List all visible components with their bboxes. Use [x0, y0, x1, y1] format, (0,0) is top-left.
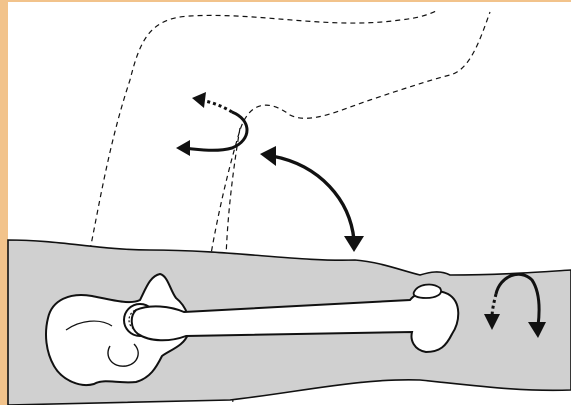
flexion-arrow-head-bottom: [344, 236, 364, 252]
upper-rotation-arrow-head-2: [192, 92, 206, 108]
top-border-strip: [0, 0, 571, 2]
left-border-strip: [0, 0, 8, 405]
upper-rotation-arrow-solid: [184, 112, 247, 150]
upper-rotation-arrow-dotted: [200, 100, 232, 112]
flexion-arrow-head-top: [260, 146, 276, 166]
upper-rotation-arrow-head: [176, 140, 190, 156]
flexion-double-arrow: [272, 156, 354, 240]
raised-leg-dashed-outline: [90, 10, 438, 250]
